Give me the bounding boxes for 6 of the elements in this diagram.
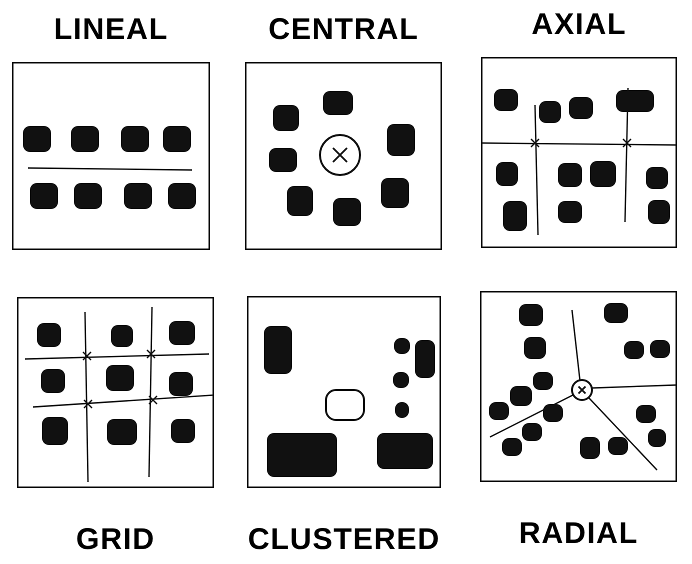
panel-title: LINEAL [54,12,168,48]
panel-title: RADIAL [518,516,638,552]
panel-title: GRID [76,522,155,558]
panel-title: CENTRAL [268,12,419,48]
panel-title: AXIAL [532,7,626,43]
panel-title: CLUSTERED [248,522,440,558]
